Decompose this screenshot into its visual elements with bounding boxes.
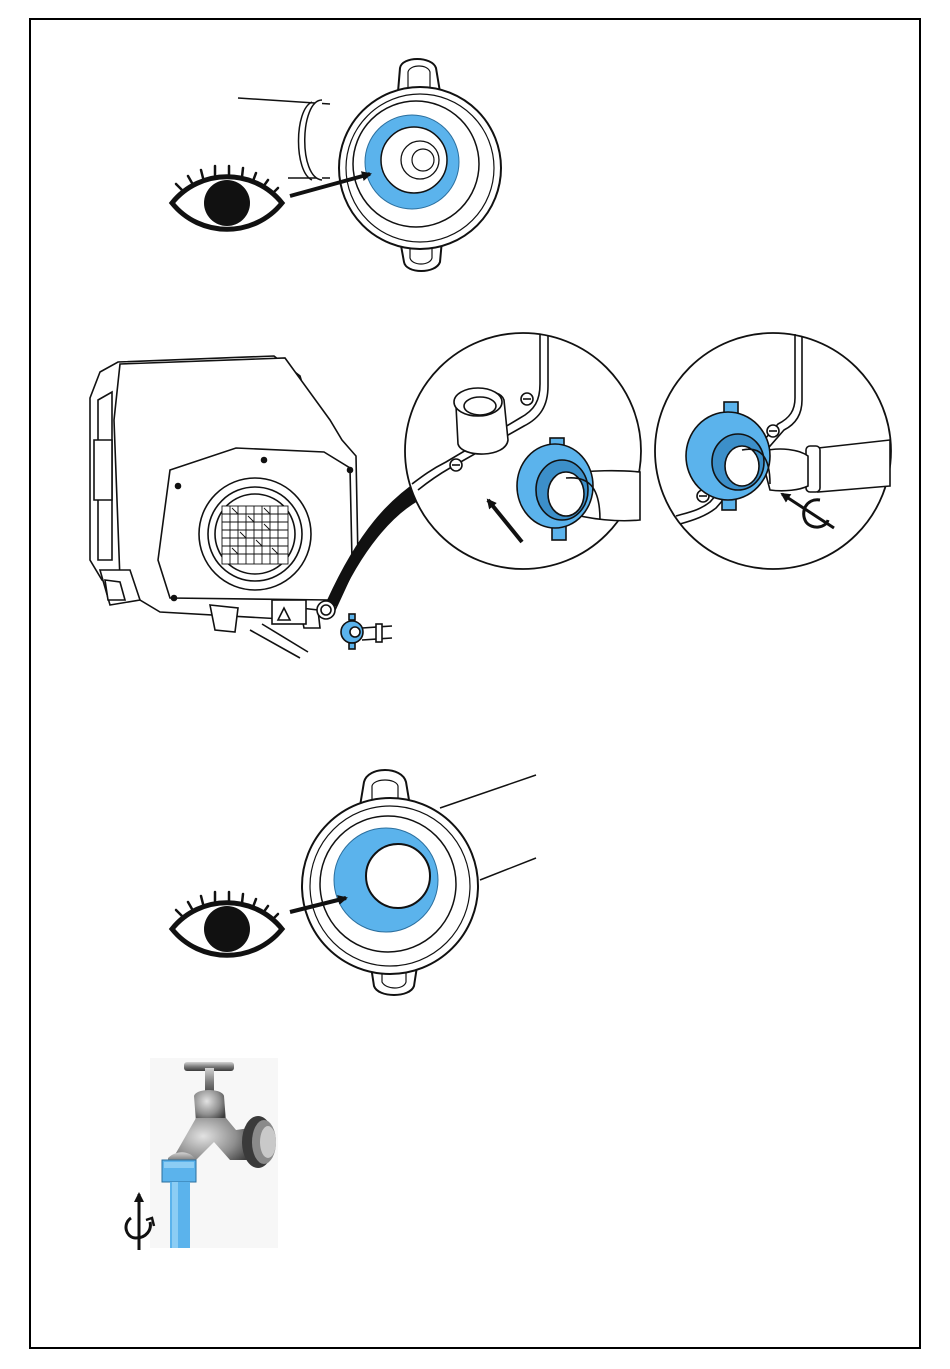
rotate-arrow-icon <box>126 1194 154 1250</box>
figure-1-seal-inspection <box>172 59 501 271</box>
eye-icon <box>172 892 282 955</box>
eye-icon <box>172 166 282 229</box>
detail-push-connector <box>405 333 641 569</box>
fan-grille <box>222 506 288 564</box>
small-hose-connector <box>341 614 392 649</box>
hose-body <box>238 98 330 180</box>
figure-2-connect-hose <box>90 333 891 658</box>
detail-rotate-connector <box>655 333 891 569</box>
figure-4-tap-connection <box>126 1058 278 1250</box>
appliance-housing <box>90 356 358 658</box>
figure-3-seal-inspection <box>172 770 536 995</box>
